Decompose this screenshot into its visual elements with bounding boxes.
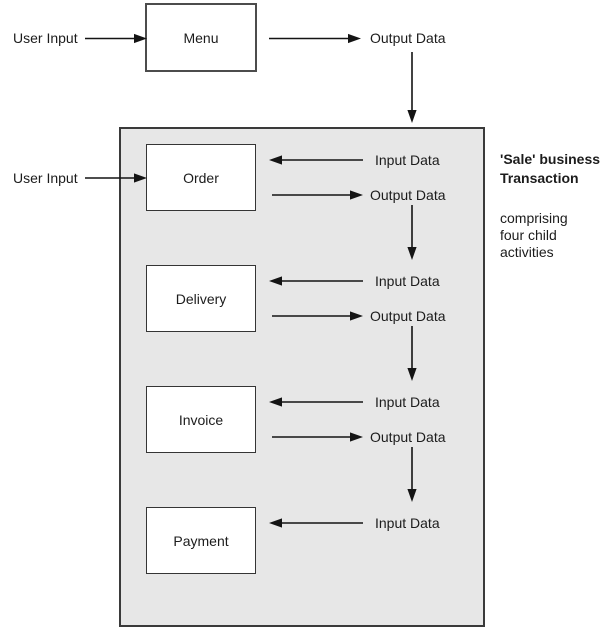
output-data-label-menu: Output Data (370, 30, 446, 46)
transaction-title: 'Sale' business Transaction (500, 150, 600, 188)
transaction-note-line1: comprising (500, 210, 568, 226)
order-box-label: Order (183, 169, 219, 186)
input-data-label-payment: Input Data (375, 515, 440, 531)
invoice-box-label: Invoice (178, 411, 224, 428)
transaction-note-line2: four child (500, 227, 557, 243)
user-input-label-order: User Input (13, 170, 78, 186)
payment-box-label: Payment (173, 532, 229, 549)
connector-output-data-to-container (407, 52, 417, 123)
delivery-box-label: Delivery (175, 290, 227, 307)
transaction-note-line3: activities (500, 244, 554, 260)
order-box: Order (146, 144, 256, 211)
output-data-label-invoice: Output Data (370, 429, 446, 445)
connector-user-input-to-menu (85, 33, 147, 44)
input-data-label-delivery: Input Data (375, 273, 440, 289)
transaction-title-line2: Transaction (500, 170, 579, 186)
output-data-label-delivery: Output Data (370, 308, 446, 324)
connector-menu-to-output-data (269, 33, 361, 44)
menu-box-label: Menu (183, 29, 219, 46)
transaction-note: comprising four child activities (500, 210, 568, 261)
transaction-title-line1: 'Sale' business (500, 151, 601, 167)
payment-box: Payment (146, 507, 256, 574)
menu-box: Menu (145, 3, 257, 72)
user-input-label-menu: User Input (13, 30, 78, 46)
delivery-box: Delivery (146, 265, 256, 332)
input-data-label-order: Input Data (375, 152, 440, 168)
invoice-box: Invoice (146, 386, 256, 453)
input-data-label-invoice: Input Data (375, 394, 440, 410)
output-data-label-order: Output Data (370, 187, 446, 203)
